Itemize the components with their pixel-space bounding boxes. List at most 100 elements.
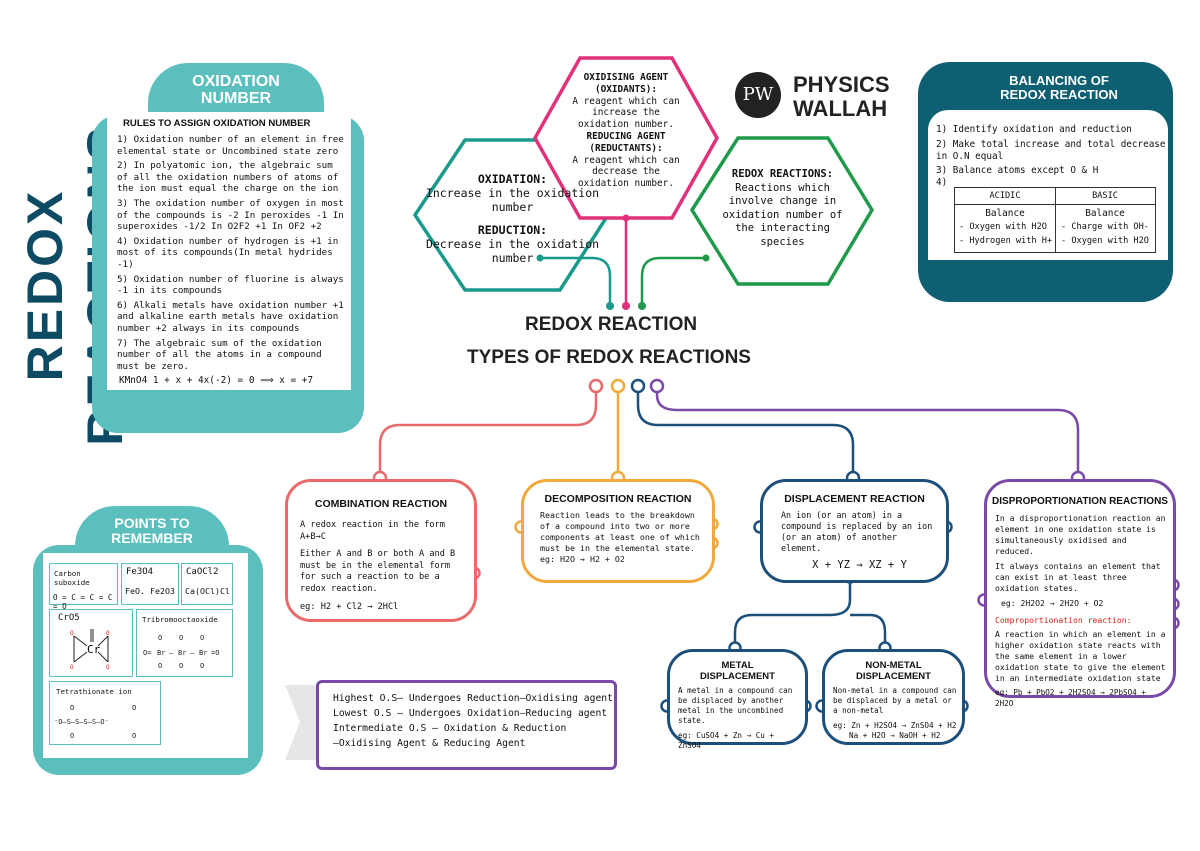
disproportionation-box: DISPROPORTIONATION REACTIONS In a dispro… — [984, 479, 1176, 708]
note-line-3: Intermediate O.S — Oxidation & Reduction — [333, 723, 567, 734]
svg-text:O: O — [132, 704, 136, 712]
agent-connector-dot — [622, 214, 630, 222]
oxidation-hex-title: OXIDATION: — [477, 172, 548, 186]
acidic-header: ACIDIC — [989, 191, 1021, 201]
disprop-eg: eg: 2H2O2 → 2H2O + O2 — [1001, 598, 1104, 608]
basic-rule-2: - Oxygen with H2O — [1061, 236, 1149, 246]
cro5-structure: Cr O O O O — [70, 629, 110, 671]
metal-disp-eg: eg: CuSO4 + Zn → Cu + ZnSO4 — [678, 731, 775, 750]
redox-hexagon — [689, 136, 875, 286]
displacement-title: DISPLACEMENT REACTION — [784, 493, 925, 505]
combination-body: A redox reaction in the form A+B→C Eithe… — [300, 520, 466, 613]
combination-top-node — [588, 378, 604, 394]
svg-text:—: — — [190, 649, 195, 657]
table-divider-v — [1055, 188, 1056, 252]
disproportionation-line — [655, 392, 1080, 472]
combination-eg: eg: H2 + Cl2 → 2HCl — [300, 601, 399, 612]
balancing-step-1: 1) Identify oxidation and reduction — [936, 124, 1132, 135]
metal-disp-text: A metal in a compound can be displaced b… — [678, 686, 793, 725]
fe3o4-split: FeO. Fe2O3 — [125, 586, 175, 596]
basic-header: BASIC — [1092, 191, 1118, 201]
note-line-2: Lowest O.S — Undergoes Oxidation—Reducin… — [333, 708, 608, 719]
oxidation-hex-desc: Increase in the oxidation number — [425, 186, 600, 214]
nonmetal-disp-body: Non-metal in a compound can be displaced… — [833, 686, 958, 741]
svg-text:=O: =O — [211, 649, 219, 657]
redox-connector-dot — [702, 254, 710, 262]
balancing-step-3: 3) Balance atoms except O & H — [936, 165, 1099, 177]
oxidation-hex-text: OXIDATION: Increase in the oxidation num… — [425, 172, 600, 265]
decomposition-box: DECOMPOSITION REACTION Reaction leads to… — [521, 479, 715, 583]
basic-rule-1: - Charge with OH- — [1061, 222, 1149, 232]
svg-text:O: O — [158, 662, 162, 670]
svg-text:O: O — [200, 634, 204, 642]
oxidation-rules-card: RULES TO ASSIGN OXIDATION NUMBER 1) Oxid… — [107, 112, 351, 390]
disprop-text-2: It always contains an element that can e… — [995, 561, 1161, 593]
points-tab-line2: REMEMBER — [111, 530, 193, 546]
comprop-text: A reaction in which an element in a high… — [995, 629, 1166, 683]
rule-4: 4) Oxidation number of hydrogen is +1 in… — [117, 235, 339, 270]
combination-title: COMBINATION REACTION — [314, 498, 448, 510]
svg-text:O: O — [158, 634, 162, 642]
agent-hexagon — [532, 56, 720, 220]
oxidising-agent-desc: A reagent which can increase the oxidati… — [572, 95, 680, 131]
disprop-text-1: In a disproportionation reaction an elem… — [995, 513, 1166, 556]
combination-line-1: A redox reaction in the form — [300, 520, 445, 530]
decomposition-text: Reaction leads to the breakdown of a com… — [540, 510, 700, 553]
redox-connector — [640, 256, 706, 306]
brand-name: PHYSICS WALLAH — [793, 73, 890, 121]
balancing-steps: 1) Identify oxidation and reduction 2) M… — [936, 124, 1168, 189]
basic-balance: Balance — [1085, 208, 1125, 219]
svg-text:O: O — [70, 732, 74, 740]
combination-line — [378, 392, 598, 472]
brand-line1: PHYSICS — [793, 72, 890, 97]
points-tab-line1: POINTS TO — [114, 515, 190, 531]
brand-logo-letters: PW — [742, 84, 774, 105]
metal-branch-line — [733, 583, 852, 643]
svg-text:⁻O—S—S—S—S—O⁻: ⁻O—S—S—S—S—O⁻ — [54, 718, 109, 726]
svg-text:Br: Br — [157, 649, 165, 657]
rule-1: 1) Oxidation number of an element in fre… — [117, 134, 344, 157]
oxidation-tab-line2: NUMBER — [200, 90, 272, 107]
displacement-equation: X + YZ → XZ + Y — [812, 559, 907, 571]
svg-text:O: O — [70, 630, 74, 637]
metal-disp-title-1: METAL — [721, 660, 754, 671]
svg-text:O: O — [179, 634, 183, 642]
center-title: REDOX REACTION — [525, 314, 698, 335]
note-lines: Highest O.S— Undergoes Reduction—Oxidisi… — [333, 691, 614, 751]
fe3o4-label: Fe3O4 — [126, 567, 154, 577]
reducing-agent-desc: A reagent which can decrease the oxidati… — [572, 154, 680, 190]
nonmetal-disp-title-1: NON-METAL — [865, 660, 922, 671]
carbon-suboxide-label: Carbon suboxide — [54, 569, 90, 587]
redox-hex-desc: Reactions which involve change in oxidat… — [722, 181, 843, 248]
redox-connector-end — [638, 302, 646, 310]
nonmetal-displacement-box: NON-METAL DISPLACEMENT Non-metal in a co… — [822, 649, 965, 745]
note-line-1: Highest O.S— Undergoes Reduction—Oxidisi… — [333, 693, 613, 704]
displacement-text: An ion (or an atom) in a compound is rep… — [781, 510, 933, 553]
nonmetal-disp-eg1: eg: Zn + H2SO4 → ZnSO4 + H2 — [833, 721, 957, 730]
combination-box: COMBINATION REACTION A redox reaction in… — [285, 479, 477, 622]
rule-6: 6) Alkali metals have oxidation number +… — [117, 299, 344, 334]
ox-connector — [540, 256, 612, 306]
svg-text:Br: Br — [199, 649, 207, 657]
balancing-step-4: 4) — [936, 177, 948, 189]
rule-3: 3) The oxidation number of oxygen in mos… — [117, 197, 344, 233]
brand-line2: WALLAH — [793, 96, 888, 121]
svg-text:O: O — [132, 732, 136, 740]
cro5-card: CrO5 Cr O O O O — [49, 609, 133, 677]
tribromo-label: Tribromooctaoxide — [142, 615, 218, 624]
acidic-rule-1: - Oxygen with H2O — [959, 222, 1047, 232]
balancing-tab-line2: REDOX REACTION — [1000, 87, 1118, 102]
nonmetal-disp-text: Non-metal in a compound can be displaced… — [833, 686, 957, 715]
svg-text:O: O — [70, 664, 74, 671]
carbon-suboxide-formula: O = C = C = C = O — [53, 593, 113, 611]
decomposition-top-node — [610, 378, 626, 394]
decomposition-title: DECOMPOSITION REACTION — [544, 493, 692, 505]
comprop-title: Comproportionation reaction: — [995, 615, 1132, 625]
brand-logo: PW — [735, 72, 781, 118]
svg-text:O: O — [106, 664, 110, 671]
agent-connector-end — [622, 302, 630, 310]
svg-text:O: O — [200, 662, 204, 670]
